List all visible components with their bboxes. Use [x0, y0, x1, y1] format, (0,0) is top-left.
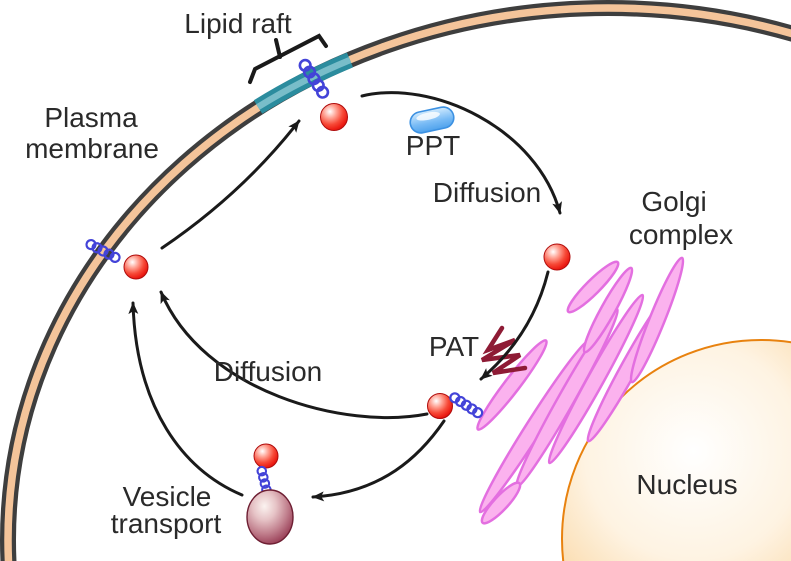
palmitoyl-coil-icon [447, 390, 486, 421]
golgi-complex [476, 256, 685, 525]
golgi-cisterna [480, 481, 522, 525]
arrow-diffusion-from-raft [360, 91, 562, 215]
label-plasma-membrane-2: membrane [25, 133, 159, 164]
golgi-cisterna [566, 260, 620, 314]
label-diffusion-mid: Diffusion [214, 356, 322, 387]
protein-at-membrane-left [83, 237, 149, 280]
label-lipid-raft: Lipid raft [184, 8, 292, 39]
arrow-through-pat-to-golgi [479, 270, 550, 381]
arrow-vesicle-to-membrane [128, 301, 244, 497]
bracket-main [248, 33, 328, 84]
nucleus-body [561, 339, 791, 561]
vesicle-body [246, 489, 294, 545]
protein-at-golgi [427, 390, 486, 421]
lipid-raft-band-core [256, 56, 352, 110]
lipid-raft-segment [253, 52, 354, 114]
label-pat: PAT [429, 331, 479, 362]
transport-vesicle [246, 443, 294, 545]
lipid-raft-bracket [248, 33, 328, 84]
label-vesicle-2: transport [111, 508, 222, 539]
protein-sphere [320, 103, 348, 131]
protein-sphere [427, 393, 453, 419]
protein-sphere [253, 443, 279, 469]
pat-enzyme-icon [480, 325, 528, 376]
plasma-membrane-core [4, 4, 791, 561]
arrows [128, 91, 562, 502]
nucleus [561, 339, 791, 561]
bracket-center-tick [274, 38, 282, 59]
arrow-golgi-to-vesicle [311, 419, 446, 502]
ppt-pill-highlight [416, 111, 440, 121]
arrow-membrane-to-raft [160, 119, 301, 250]
protein-sphere [123, 254, 149, 280]
label-ppt: PPT [406, 130, 460, 161]
golgi-cisterna [547, 293, 645, 465]
label-plasma-membrane-1: Plasma [44, 102, 138, 133]
label-vesicle-1: Vesicle [123, 481, 212, 512]
protein-at-lipid-raft [296, 56, 348, 131]
protein-free-cytosolic [543, 243, 571, 271]
ppt-pill-body [409, 106, 455, 134]
golgi-cisterna [629, 256, 685, 384]
ppt-enzyme-icon [409, 106, 455, 134]
arrow-diffusion-golgi-to-membrane [159, 290, 429, 420]
golgi-cisterna [476, 339, 548, 431]
label-nucleus: Nucleus [636, 469, 737, 500]
label-diffusion-top: Diffusion [433, 177, 541, 208]
golgi-cisterna [582, 266, 634, 354]
label-golgi-2: complex [629, 219, 733, 250]
label-golgi-1: Golgi [641, 186, 706, 217]
